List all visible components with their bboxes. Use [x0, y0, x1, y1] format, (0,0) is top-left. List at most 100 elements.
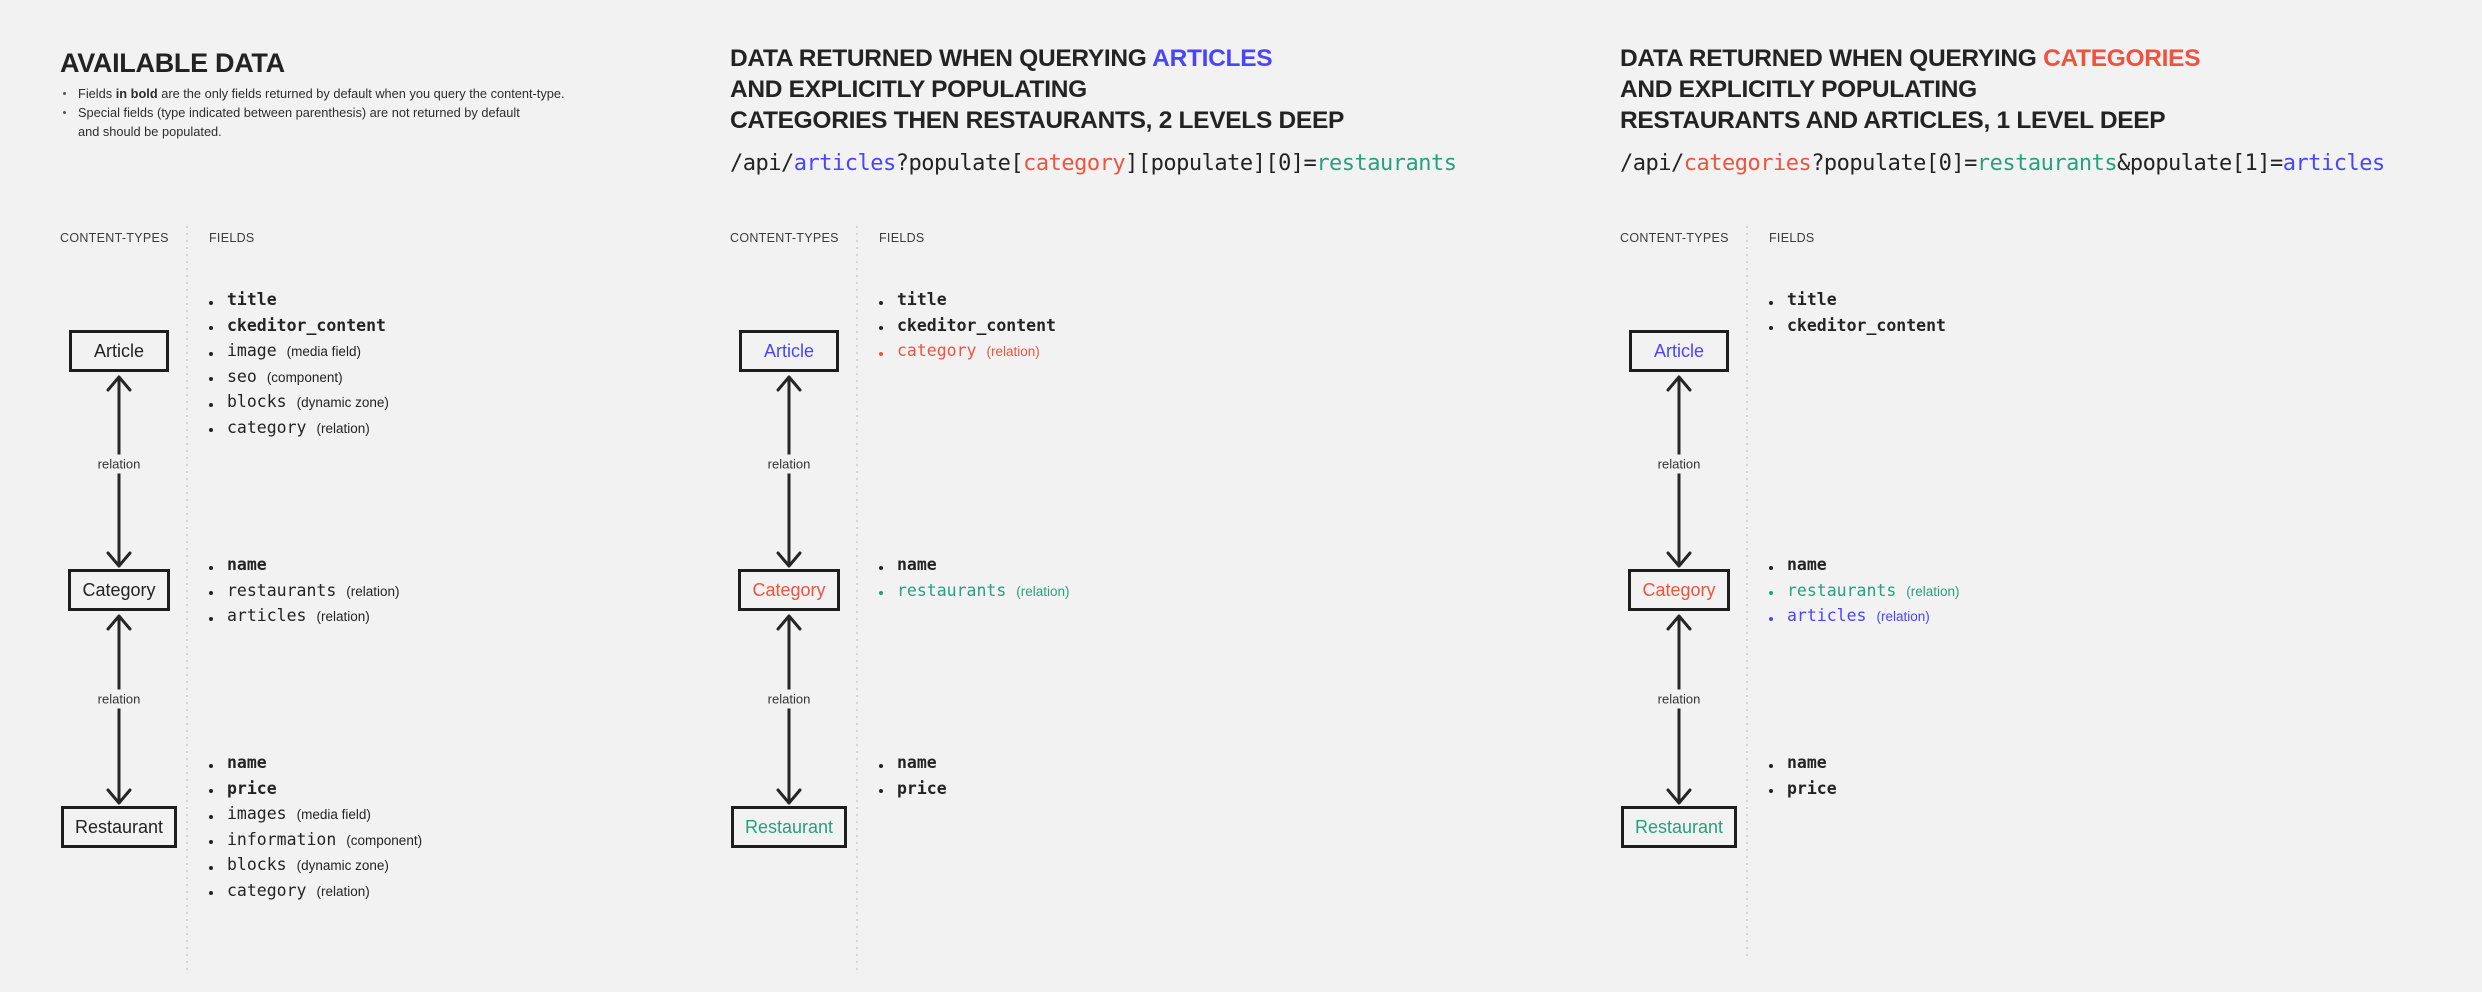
- content-type-label: Article: [1629, 330, 1729, 372]
- content-types-column-header: CONTENT-TYPES: [60, 231, 169, 245]
- double-arrow-icon: [1666, 614, 1692, 805]
- bullet-icon: [209, 616, 213, 621]
- field-row: restaurants(relation): [1769, 581, 2289, 607]
- content-type-box-article: Article: [60, 330, 178, 372]
- content-type-box-category: Category: [1620, 569, 1738, 611]
- field-row: price: [1769, 779, 2289, 805]
- bullet-icon: [209, 891, 213, 896]
- content-type-label: Article: [739, 330, 839, 372]
- field-name: image: [227, 341, 277, 360]
- field-row: information(component): [209, 830, 729, 856]
- bullet-icon: [209, 377, 213, 382]
- bullet-icon: [209, 814, 213, 819]
- content-type-box-restaurant: Restaurant: [730, 806, 848, 848]
- content-type-box-category: Category: [60, 569, 178, 611]
- field-type-annotation: (relation): [986, 344, 1040, 359]
- field-name: blocks: [227, 855, 287, 874]
- column-divider: [1746, 226, 1748, 956]
- field-type-annotation: (relation): [316, 609, 370, 624]
- field-name: restaurants: [897, 580, 1007, 600]
- content-type-label: Restaurant: [1620, 806, 1738, 848]
- bullet-icon: [209, 865, 213, 870]
- title-line: CATEGORIES THEN RESTAURANTS, 2 LEVELS DE…: [730, 105, 1344, 136]
- field-name: ckeditor_content: [227, 315, 386, 335]
- field-row: ckeditor_content: [879, 316, 1399, 342]
- field-name: price: [897, 778, 947, 798]
- relation-label: relation: [92, 689, 146, 709]
- field-row: category(relation): [879, 341, 1399, 367]
- field-name: name: [897, 753, 937, 772]
- text-segment: are the only fields returned by default …: [157, 86, 565, 101]
- text-segment: /api/: [730, 151, 794, 176]
- field-name: articles: [1787, 606, 1867, 625]
- relation-label: relation: [762, 454, 816, 474]
- bullet-icon: [879, 591, 883, 596]
- relation-arrow: [60, 613, 178, 806]
- text-segment: in bold: [115, 86, 158, 101]
- bullet-icon: [879, 326, 883, 331]
- bullet-icon: [209, 763, 213, 768]
- field-name: price: [1787, 778, 1837, 798]
- fields-column-header: FIELDS: [879, 231, 925, 245]
- field-name: name: [1787, 555, 1827, 574]
- relation-label: relation: [92, 454, 146, 474]
- field-name: name: [1787, 753, 1827, 772]
- field-row: restaurants(relation): [879, 581, 1399, 607]
- fields-column-header: FIELDS: [209, 231, 255, 245]
- content-type-box-article: Article: [730, 330, 848, 372]
- field-name: price: [227, 778, 277, 798]
- field-row: title: [209, 290, 729, 316]
- relation-arrow: [1620, 613, 1738, 806]
- content-type-box-restaurant: Restaurant: [1620, 806, 1738, 848]
- bullet-icon: [209, 428, 213, 433]
- field-type-annotation: (relation): [316, 883, 370, 899]
- bullet-icon: [1769, 326, 1773, 331]
- field-row: category(relation): [209, 881, 729, 907]
- bullet-icon: [209, 789, 213, 794]
- title-line: AVAILABLE DATA: [60, 48, 285, 79]
- field-type-annotation: (relation): [346, 583, 400, 599]
- content-type-box-category: Category: [730, 569, 848, 611]
- content-types-column-header: CONTENT-TYPES: [1620, 231, 1729, 245]
- field-row: ckeditor_content: [209, 316, 729, 342]
- field-name: ckeditor_content: [897, 315, 1056, 335]
- text-segment: articles: [793, 151, 896, 176]
- relation-label: relation: [762, 689, 816, 709]
- field-row: name: [879, 555, 1399, 581]
- field-row: name: [1769, 555, 2289, 581]
- text-segment: ][populate][0]=: [1125, 151, 1317, 176]
- content-type-box-restaurant: Restaurant: [60, 806, 178, 848]
- field-name: name: [227, 753, 267, 772]
- bullet-icon: [63, 111, 66, 114]
- field-type-annotation: (relation): [1876, 609, 1930, 624]
- text-segment: Special fields (type indicated between p…: [78, 105, 520, 139]
- bullet-icon: [209, 840, 213, 845]
- content-type-label: Restaurant: [730, 806, 848, 848]
- text-segment: restaurants: [1976, 151, 2118, 176]
- field-name: restaurants: [227, 580, 337, 600]
- fields-column-header: FIELDS: [1769, 231, 1815, 245]
- content-type-box-article: Article: [1620, 330, 1738, 372]
- field-name: ckeditor_content: [1787, 315, 1946, 335]
- text-segment: RESTAURANTS AND ARTICLES, 1 LEVEL DEEP: [1620, 107, 2166, 135]
- content-type-label: Category: [1628, 569, 1730, 611]
- title-line: RESTAURANTS AND ARTICLES, 1 LEVEL DEEP: [1620, 105, 2200, 136]
- field-row: articles(relation): [209, 606, 729, 632]
- field-type-annotation: (relation): [316, 420, 370, 436]
- title-line: DATA RETURNED WHEN QUERYING ARTICLES: [730, 43, 1344, 74]
- bullet-icon: [209, 565, 213, 570]
- field-type-annotation: (dynamic zone): [296, 858, 389, 873]
- api-query: /api/categories?populate[0]=restaurants&…: [1620, 151, 2385, 176]
- field-row: name: [879, 753, 1399, 779]
- bullet-icon: [1769, 763, 1773, 768]
- content-type-label: Category: [738, 569, 840, 611]
- text-segment: articles: [2282, 151, 2385, 176]
- bullet-icon: [1769, 565, 1773, 570]
- field-row: name: [1769, 753, 2289, 779]
- bullet-icon: [879, 300, 883, 305]
